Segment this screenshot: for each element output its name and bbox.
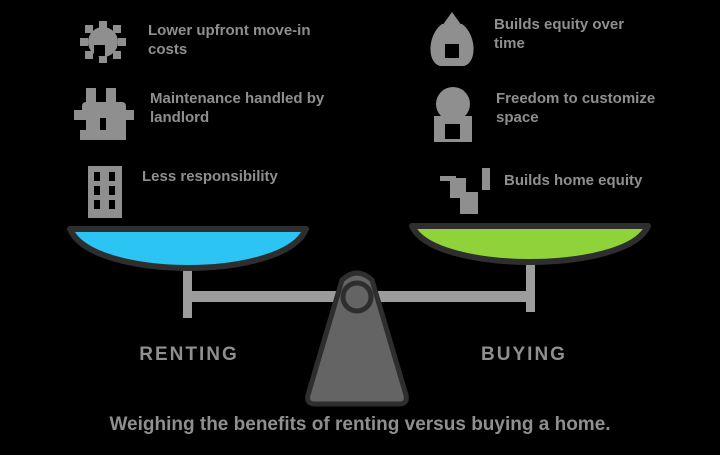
gear-icon (76, 18, 134, 66)
benefit-line1: Less responsibility (142, 168, 278, 185)
benefit-line1: Maintenance handled by (150, 90, 325, 107)
left-pan-rod (183, 262, 192, 318)
pivot-circle (340, 280, 374, 314)
benefit-item: Builds equity over time (424, 12, 624, 68)
benefit-item: Lower upfront move-in costs (76, 18, 311, 66)
benefit-text: Lower upfront move-in costs (148, 18, 311, 59)
caption: Weighing the benefits of renting versus … (109, 414, 611, 435)
benefit-line1: Builds home equity (504, 172, 643, 189)
right-pan-label: BUYING (481, 344, 567, 365)
right-pan-rod (526, 259, 535, 312)
benefit-line2: space (496, 109, 539, 126)
fulcrum (305, 270, 409, 407)
steps-down-icon (440, 168, 490, 216)
benefit-item: Less responsibility (84, 164, 278, 220)
globe-icon (424, 86, 482, 144)
left-pan (67, 226, 309, 271)
benefit-line1: Builds equity over (494, 16, 625, 33)
handshake-icon (72, 86, 136, 142)
right-pan (409, 223, 651, 265)
building-icon (84, 164, 128, 220)
benefit-item: Builds home equity (440, 168, 642, 216)
benefit-text: Builds home equity (504, 168, 642, 190)
benefit-text: Less responsibility (142, 164, 278, 186)
benefit-item: Maintenance handled by landlord (72, 86, 324, 142)
money-bag-icon (424, 12, 480, 68)
benefit-line2: time (494, 35, 525, 52)
benefit-line1: Lower upfront move-in (148, 22, 311, 39)
benefit-line1: Freedom to customize (496, 90, 656, 107)
benefit-text: Builds equity over time (494, 12, 624, 53)
benefit-line2: costs (148, 41, 188, 58)
benefit-item: Freedom to customize space (424, 86, 655, 144)
benefit-text: Freedom to customize space (496, 86, 655, 127)
left-pan-label: RENTING (139, 344, 239, 365)
benefit-text: Maintenance handled by landlord (150, 86, 324, 127)
benefit-line2: landlord (150, 109, 210, 126)
